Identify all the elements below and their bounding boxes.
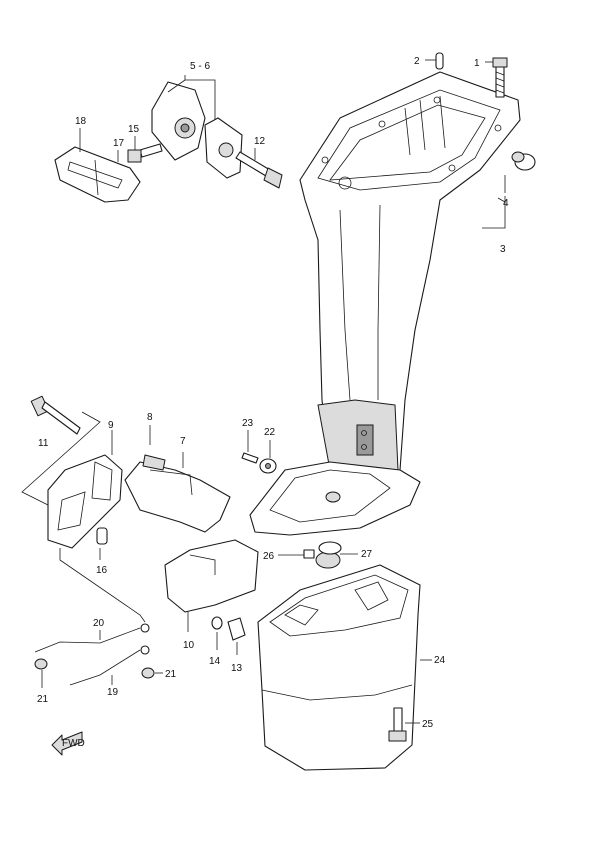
forward-arrow-icon [51, 731, 83, 756]
callout-1: 1 [474, 58, 480, 69]
pin-part-16 [96, 527, 108, 545]
grommet-part-4 [511, 151, 536, 171]
callout-14: 14 [209, 656, 221, 667]
callout-11: 11 [38, 438, 49, 449]
bolt-part-1 [492, 57, 508, 98]
drive-shaft-housing [249, 71, 521, 536]
callout-21-left: 21 [37, 694, 49, 705]
cover-part-10 [164, 539, 259, 613]
pin-part-26 [303, 549, 315, 559]
callout-5-6: 5 - 6 [190, 61, 210, 72]
nut-part-13 [227, 617, 246, 641]
seal-part-27 [315, 541, 342, 569]
callout-2: 2 [414, 56, 420, 67]
bolt-part-12 [235, 151, 283, 189]
bolt-part-15 [127, 143, 163, 163]
lower-case-part-24 [257, 564, 421, 771]
callout-12: 12 [254, 136, 266, 147]
callout-8: 8 [147, 412, 153, 423]
bolt-part-23 [241, 452, 259, 464]
callout-10: 10 [183, 640, 195, 651]
ground-wire-part-19 [69, 645, 150, 686]
washer-part-22 [259, 458, 277, 474]
callout-15: 15 [128, 124, 140, 135]
leader-lines [21, 59, 506, 724]
callout-18: 18 [75, 116, 87, 127]
callout-24: 24 [434, 655, 446, 666]
callout-23: 23 [242, 418, 254, 429]
callout-17: 17 [113, 138, 125, 149]
callout-labels: 1 2 3 4 5 - 6 7 8 9 10 11 12 13 14 15 16… [37, 56, 509, 749]
lower-mount-part-9 [47, 454, 123, 549]
mount-plate-part-18 [54, 146, 141, 203]
callout-13: 13 [231, 663, 243, 674]
callout-21-right: 21 [165, 669, 177, 680]
callout-16: 16 [96, 565, 108, 576]
fwd-label: FWD [62, 738, 85, 749]
callout-25: 25 [422, 719, 434, 730]
washer-part-14 [211, 616, 223, 630]
screw-part-21 [34, 658, 155, 679]
callout-19: 19 [107, 687, 119, 698]
callout-9: 9 [108, 420, 114, 431]
callout-26: 26 [263, 551, 275, 562]
callout-20: 20 [93, 618, 105, 629]
bolt-part-25 [388, 707, 407, 742]
bracket-part-5-6 [151, 81, 243, 179]
callout-7: 7 [180, 436, 186, 447]
bolt-part-11 [30, 395, 81, 435]
dowel-pin-part-2 [435, 52, 444, 70]
callout-3: 3 [500, 244, 506, 255]
mount-part-7 [124, 454, 231, 533]
callout-22: 22 [264, 427, 276, 438]
ground-wire-part-20 [34, 623, 150, 653]
callout-4: 4 [503, 198, 509, 209]
callout-27: 27 [361, 549, 373, 560]
